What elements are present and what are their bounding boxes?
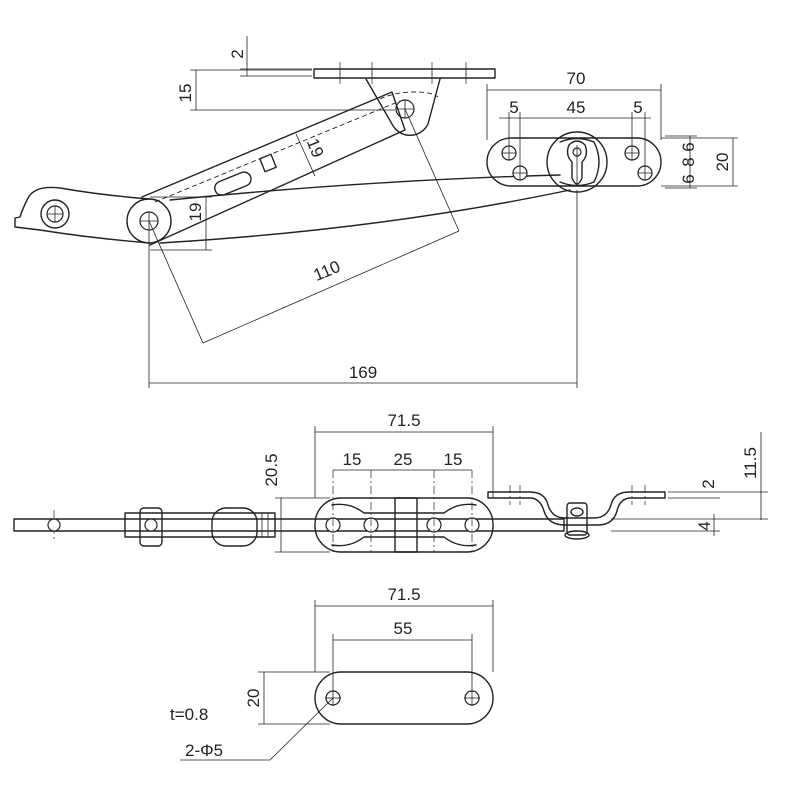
dim-side-bracket-height: 11.5	[741, 447, 760, 479]
top-view: 2 15 70 5 45 5 6 8 6	[14, 36, 738, 388]
pivot-lug	[365, 78, 441, 136]
top-view-dimensions: 2 15 70 5 45 5 6 8 6	[148, 36, 738, 388]
dim-side-plate-length: 71.5	[387, 411, 420, 430]
dim-plate-hole-pitch: 55	[394, 619, 413, 638]
dim-plate-height: 20	[244, 689, 263, 708]
plate-view-dimensions: 71.5 55 20	[180, 585, 494, 761]
dim-side-pitch-c: 15	[444, 450, 463, 469]
upper-arm	[141, 91, 406, 246]
dim-hole-row-b: 8	[679, 157, 698, 166]
dim-plate-length: 71.5	[387, 585, 420, 604]
right-bracket	[486, 131, 662, 193]
plate-view: 71.5 55 20 t=0.8 2-Φ5	[170, 585, 494, 761]
plate-holes-note: 2-Φ5	[185, 741, 223, 760]
dim-overall-length: 169	[349, 363, 377, 382]
side-view: 71.5 15 25 15 20.5 2 11.5 4	[13, 411, 768, 553]
dim-bracket-offset: 15	[176, 84, 195, 103]
side-view-dimensions: 71.5 15 25 15 20.5 2 11.5 4	[262, 411, 768, 553]
dim-side-pitch-b: 25	[394, 450, 413, 469]
dim-bracket-height: 20	[713, 153, 732, 172]
dim-hole-row-a: 6	[679, 142, 698, 151]
dim-link-length: 110	[311, 257, 343, 285]
dim-plate-thickness: 2	[228, 49, 247, 58]
top-bracket	[313, 62, 496, 84]
dim-hole-row-c: 6	[679, 174, 698, 183]
left-hook	[14, 186, 151, 244]
dim-bracket-width: 70	[567, 69, 586, 88]
dim-arm-width-lower: 19	[186, 203, 205, 222]
dim-side-bracket-thickness: 2	[699, 479, 718, 488]
dim-side-pitch-a: 15	[343, 450, 362, 469]
dim-side-plate-height: 20.5	[262, 453, 281, 486]
dim-hole-inset-right: 5	[633, 98, 642, 117]
lower-link	[159, 174, 571, 244]
dim-side-base-thickness: 4	[695, 521, 714, 530]
dim-hole-pitch: 45	[567, 98, 586, 117]
dim-hole-inset-left: 5	[509, 98, 518, 117]
plate-thickness-note: t=0.8	[170, 705, 208, 724]
